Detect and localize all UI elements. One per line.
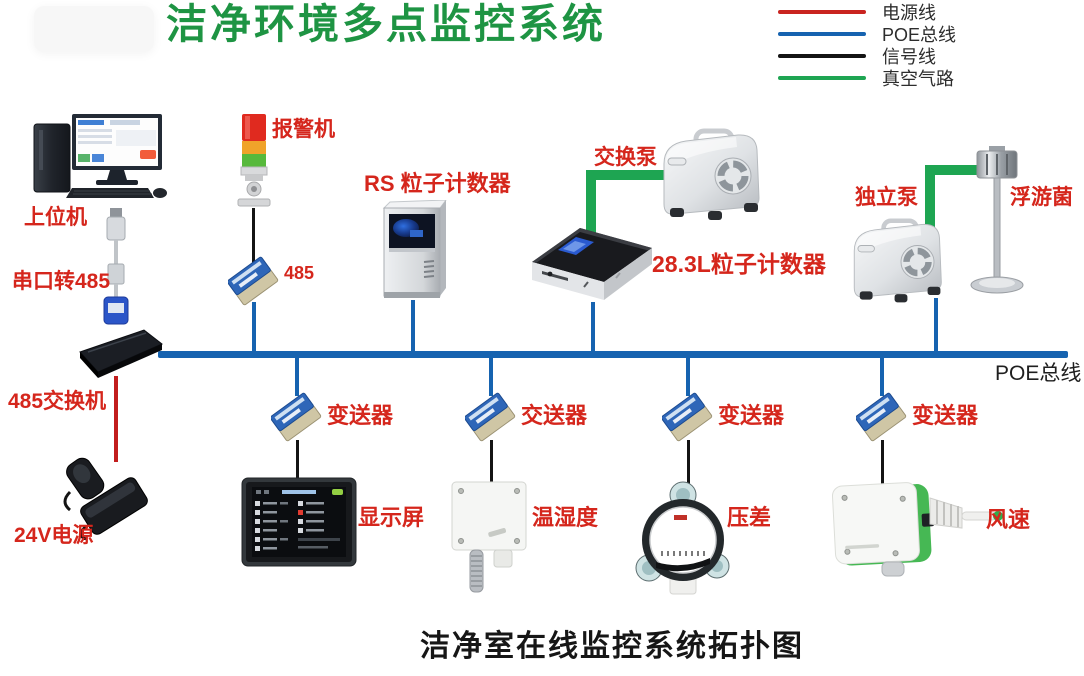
- chain2-poe-drop: [489, 358, 493, 396]
- module-485-label: 485: [284, 263, 315, 283]
- alarm-signal-line: [252, 208, 255, 264]
- chain4-module-image: [856, 392, 907, 442]
- chain2-module-label: 交送器: [521, 403, 588, 428]
- vacuum-line-v1: [586, 170, 596, 234]
- display-screen-label: 显示屏: [358, 505, 425, 530]
- chain3-module-label: 变送器: [718, 403, 785, 428]
- vacuum-line-h2: [925, 165, 992, 175]
- pressure-gauge-image: [635, 481, 730, 595]
- alarm-poe-drop: [252, 302, 256, 352]
- exchange-pump-label: 交换泵: [594, 146, 657, 169]
- legend-poe-line: [778, 32, 866, 36]
- power-adapter-image: [63, 457, 148, 540]
- rs-counter-image: [382, 200, 447, 298]
- rs-counter-label: RS 粒子计数器: [364, 171, 511, 196]
- counter-283l-poe-drop: [591, 302, 595, 352]
- chain4-poe-drop: [880, 358, 884, 396]
- chain2-module-image: [465, 392, 516, 442]
- erased-logo: [34, 6, 154, 52]
- chain3-module-image: [662, 392, 713, 442]
- wind-speed-label: 风速: [986, 507, 1031, 532]
- vacuum-line-h1: [586, 170, 672, 180]
- power-24v-label: 24V电源: [14, 524, 94, 547]
- pressure-gauge-label: 压差: [727, 505, 772, 530]
- switch-485-image: [79, 329, 163, 378]
- poe-bus-line: [158, 351, 1068, 358]
- chain2-signal-line: [490, 440, 493, 482]
- floating-bacteria-image: [970, 146, 1024, 294]
- chain1-signal-line: [296, 440, 299, 478]
- legend-power-line: [778, 10, 866, 14]
- exchange-pump-image: [663, 128, 760, 220]
- host-computer-image: [33, 114, 167, 198]
- chain1-module-image: [271, 392, 322, 442]
- legend-signal-line: [778, 54, 866, 58]
- display-screen-image: [241, 477, 357, 567]
- temp-humidity-image: [451, 481, 527, 593]
- legend-vacuum-label: 真空气路: [882, 69, 954, 89]
- chain1-module-label: 变送器: [327, 403, 394, 428]
- chain4-module-label: 变送器: [912, 403, 979, 428]
- module-485-image: [228, 256, 279, 306]
- power-line: [114, 376, 118, 462]
- independent-pump-label: 独立泵: [855, 186, 918, 209]
- independent-pump-poe-drop: [934, 298, 938, 352]
- floating-bacteria-label: 浮游菌: [1010, 186, 1073, 209]
- counter-283l-image: [532, 228, 652, 300]
- counter-283l-label: 28.3L粒子计数器: [652, 251, 826, 277]
- chain1-poe-drop: [295, 358, 299, 396]
- legend-power-label: 电源线: [882, 3, 936, 23]
- chain3-poe-drop: [686, 358, 690, 396]
- legend-signal-label: 信号线: [882, 47, 936, 67]
- rs-counter-poe-drop: [411, 300, 415, 352]
- serial-converter-image: [103, 208, 129, 325]
- footer-title: 洁净室在线监控系统拓扑图: [420, 630, 804, 663]
- legend-poe-label: POE总线: [882, 25, 957, 45]
- independent-pump-image: [853, 218, 942, 303]
- alarm-label: 报警机: [272, 118, 335, 141]
- chain3-signal-line: [687, 440, 690, 486]
- serial-converter-label: 串口转485: [12, 270, 111, 293]
- chain4-signal-line: [881, 440, 884, 484]
- host-computer-label: 上位机: [24, 206, 87, 229]
- vacuum-line-v2: [925, 165, 935, 229]
- switch-485-label: 485交换机: [8, 390, 107, 413]
- page-title: 洁净环境多点监控系统: [166, 1, 606, 47]
- legend-vacuum-line: [778, 76, 866, 80]
- alarm-tower-image: [237, 114, 271, 207]
- poe-bus-label: POE总线: [995, 362, 1082, 385]
- wind-speed-image: [831, 482, 1003, 577]
- temp-humidity-label: 温湿度: [532, 505, 599, 530]
